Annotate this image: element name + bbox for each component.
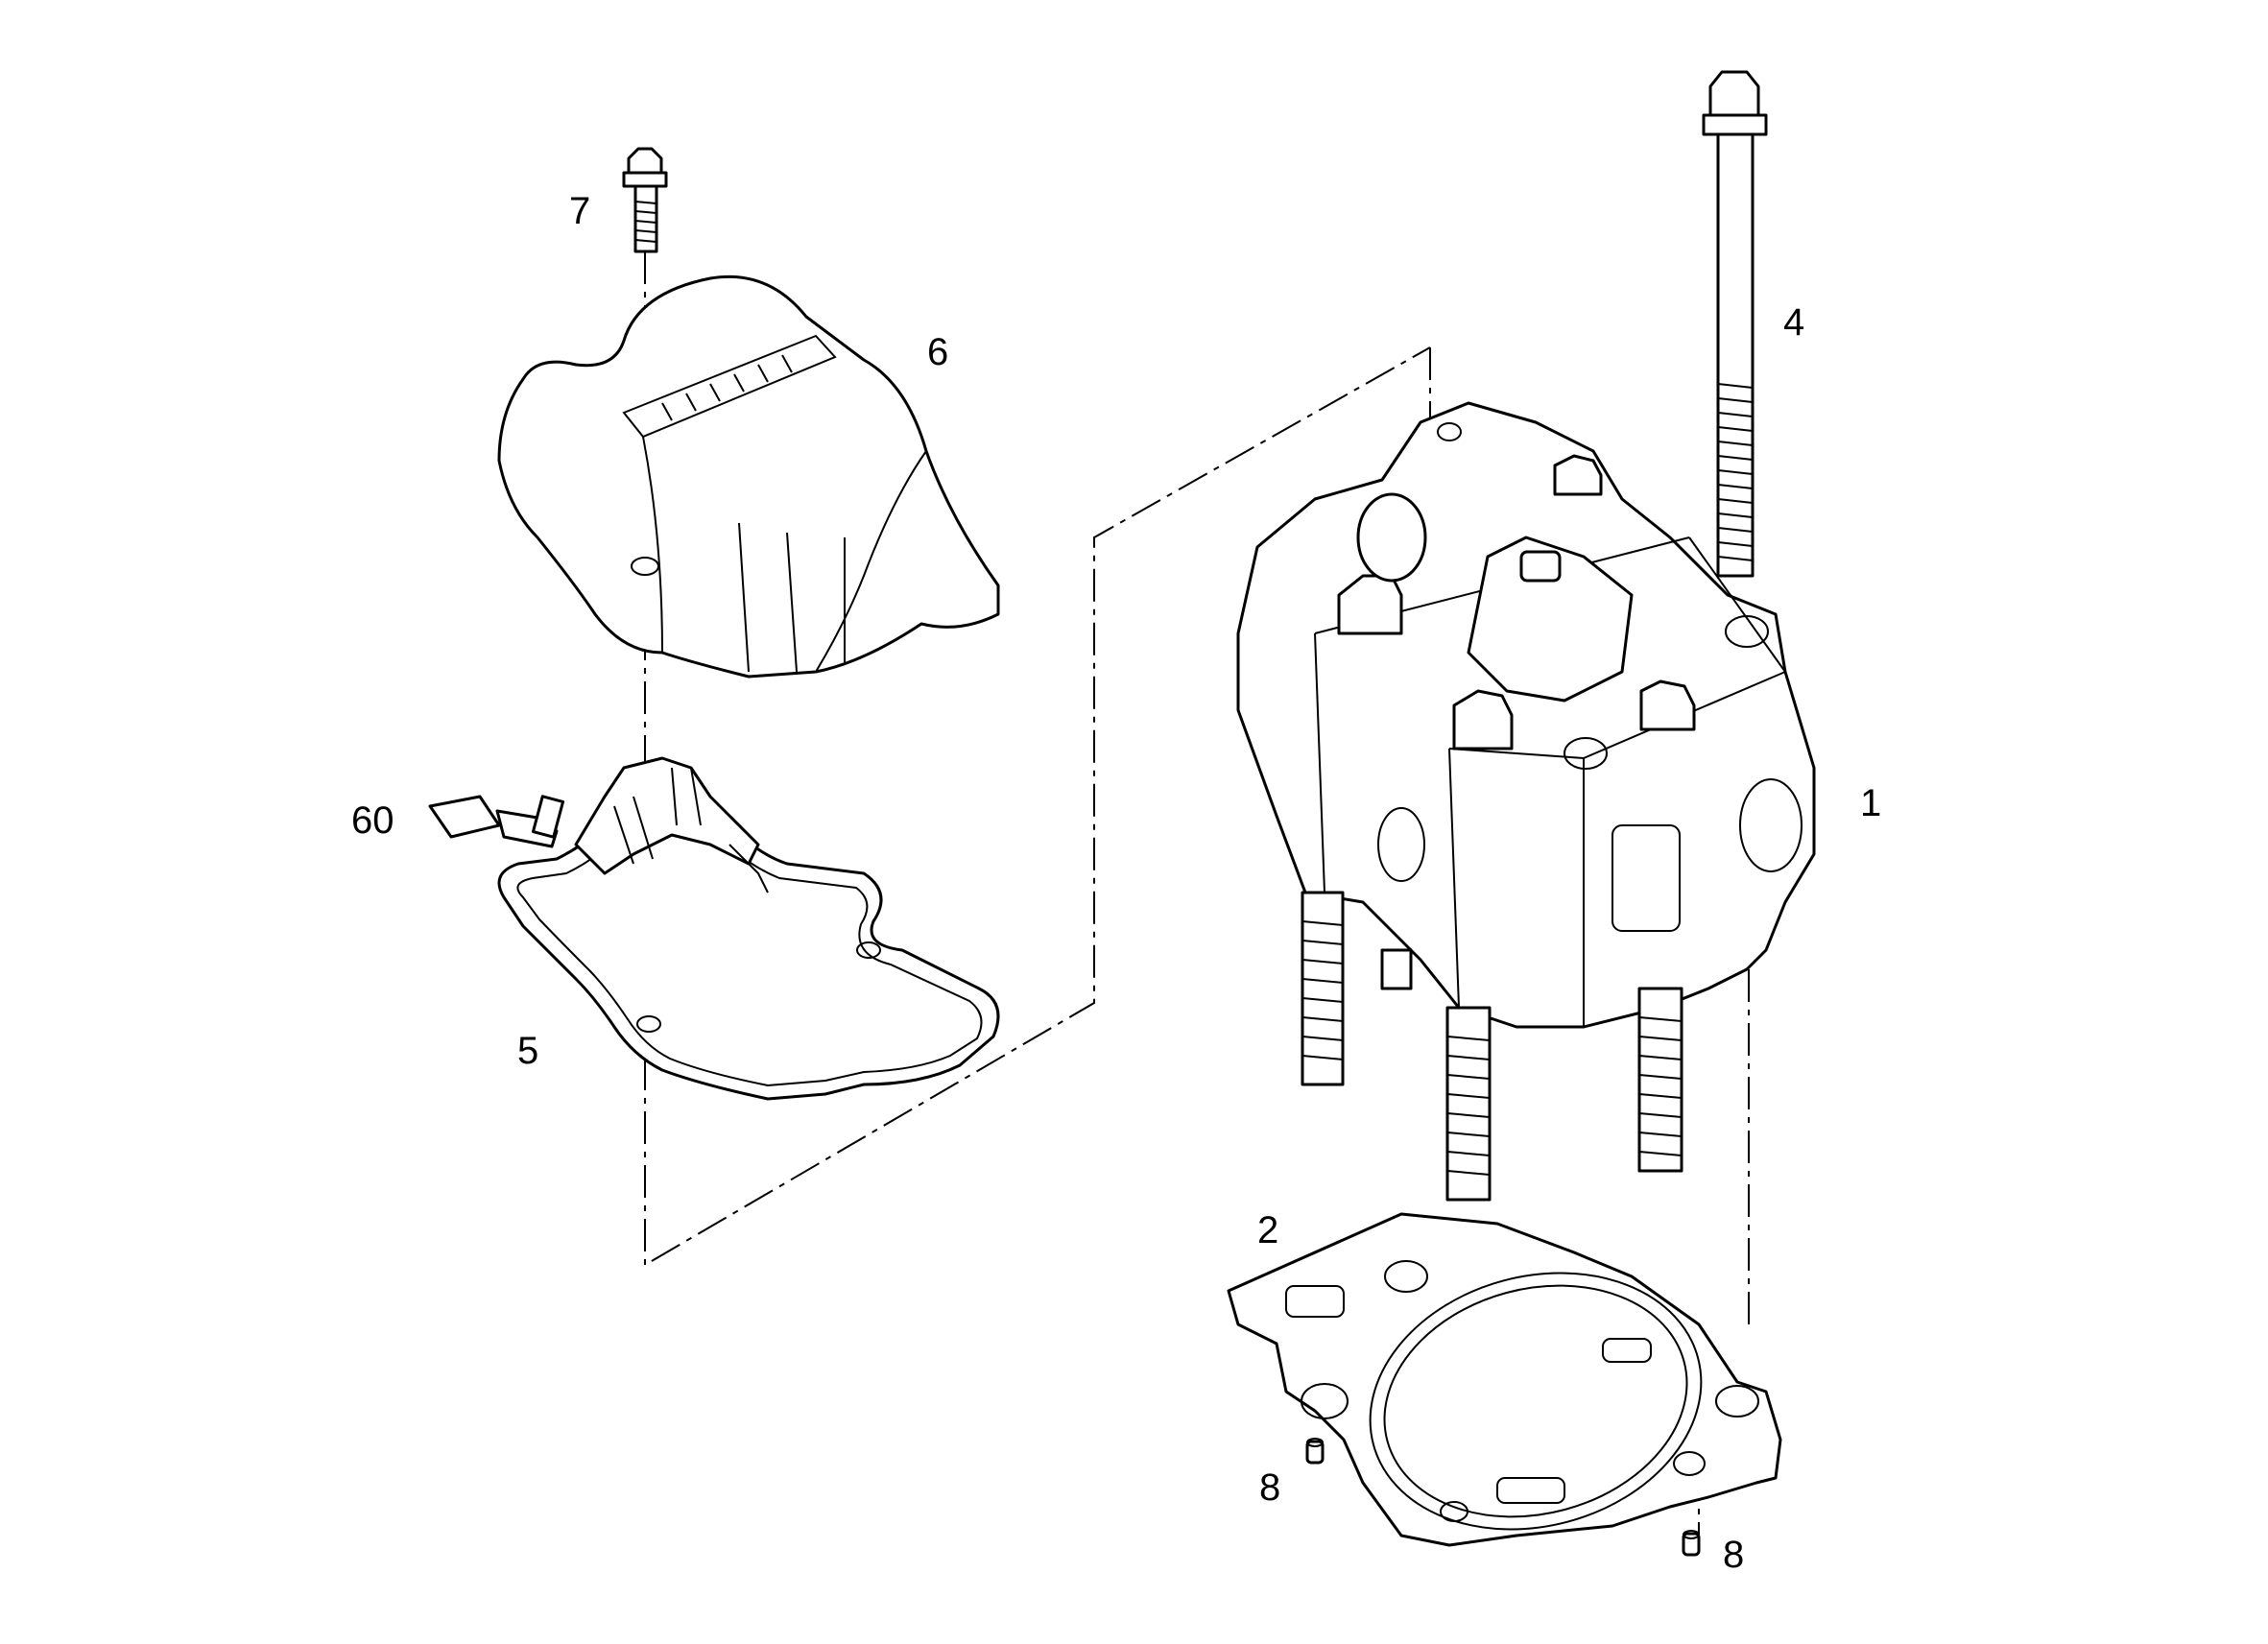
head-gasket-2 — [1227, 1212, 1782, 1547]
callout-7: 7 — [569, 190, 591, 232]
callout-2: 2 — [1257, 1209, 1279, 1251]
cylinder-head-1 — [1236, 401, 1816, 1029]
callout-60: 60 — [351, 799, 394, 842]
dowel-pin-8-right — [1682, 1530, 1701, 1557]
bolt-7 — [622, 147, 668, 253]
callout-8-right: 8 — [1723, 1534, 1745, 1576]
dowel-pin-8-left — [1305, 1438, 1325, 1465]
head-bolt-4 — [1702, 70, 1768, 578]
callout-4: 4 — [1783, 301, 1805, 344]
valve-cover-6 — [497, 274, 1000, 679]
head-studs — [1301, 891, 1683, 1202]
callout-8-left: 8 — [1259, 1466, 1281, 1509]
gasket-5 — [497, 756, 1000, 1101]
callout-1: 1 — [1860, 782, 1882, 824]
callout-5: 5 — [517, 1030, 539, 1072]
sealant-tube-60 — [428, 795, 565, 848]
callout-6: 6 — [927, 331, 949, 373]
